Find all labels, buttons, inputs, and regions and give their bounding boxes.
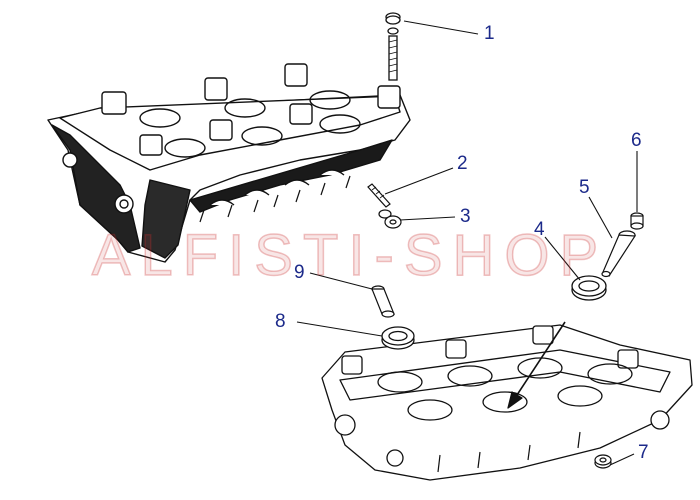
callout-number-8: 8 (275, 311, 286, 332)
leader-line-8 (296, 321, 383, 337)
part-2-stud (367, 183, 391, 208)
part-8-seal-ring (381, 326, 415, 350)
callout-number-5: 5 (579, 177, 590, 198)
callout-number-1: 1 (484, 23, 495, 44)
cylinder-head-lower (321, 321, 693, 481)
part-4-seal-ring (571, 275, 607, 301)
leader-line-5 (588, 196, 613, 239)
callout-number-2: 2 (457, 153, 468, 174)
part-1-stud-assembly (385, 12, 401, 81)
leader-line-7 (609, 453, 635, 466)
leader-line-4 (544, 236, 581, 281)
callout-number-6: 6 (631, 130, 642, 151)
part-5-valve-guide (601, 230, 637, 278)
part-7-nut (594, 454, 612, 469)
part-6-plug (630, 212, 644, 230)
watermark-text: ALFISTI-SHOP (91, 222, 609, 289)
callout-number-7: 7 (638, 442, 649, 463)
callout-number-3: 3 (460, 206, 471, 227)
part-9-sleeve (371, 285, 395, 318)
leader-line-2 (384, 167, 454, 195)
leader-line-3 (399, 216, 456, 221)
leader-line-1 (403, 20, 479, 35)
leader-line-9 (309, 272, 373, 290)
part-3-nut (378, 209, 402, 229)
callout-number-9: 9 (294, 262, 305, 283)
leader-lines (296, 20, 638, 466)
cylinder-head-upper (47, 63, 411, 263)
callout-number-4: 4 (534, 219, 545, 240)
